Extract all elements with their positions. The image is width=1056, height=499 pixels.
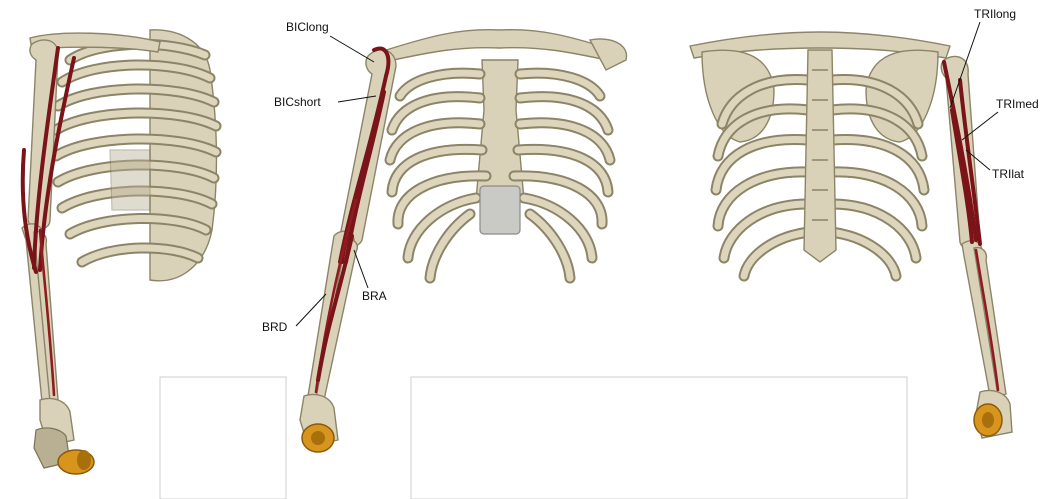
anterior-view: BIClong BICshort BRA BRD [262,20,627,452]
label-bic-short: BICshort [274,95,321,109]
label-brd: BRD [262,320,288,334]
lateral-weight-end [77,450,91,470]
lateral-weight [58,450,94,474]
frame-box-left [160,377,286,499]
frame-box-center [411,377,907,499]
posterior-ribcage [690,32,950,276]
posterior-weight-end [982,412,994,428]
label-tri-lat: TRIlat [992,167,1025,181]
posterior-spine [804,50,836,262]
label-tri-med: TRImed [996,97,1039,111]
leader-bic-long [330,36,374,62]
posterior-weight [974,404,1002,436]
label-bic-long: BIClong [286,20,329,34]
label-tri-long: TRIlong [974,7,1016,21]
anterior-clavicles [380,30,620,62]
anterior-weight-end [311,431,325,445]
lateral-view [22,30,216,474]
leader-bra [354,250,368,288]
background-frames [160,377,907,499]
posterior-view: TRIlong TRImed TRIlat [690,7,1039,438]
anterior-vertebra [480,186,520,234]
anterior-weight [302,424,334,452]
label-bra: BRA [362,289,387,303]
anterior-ribcage [380,30,627,278]
